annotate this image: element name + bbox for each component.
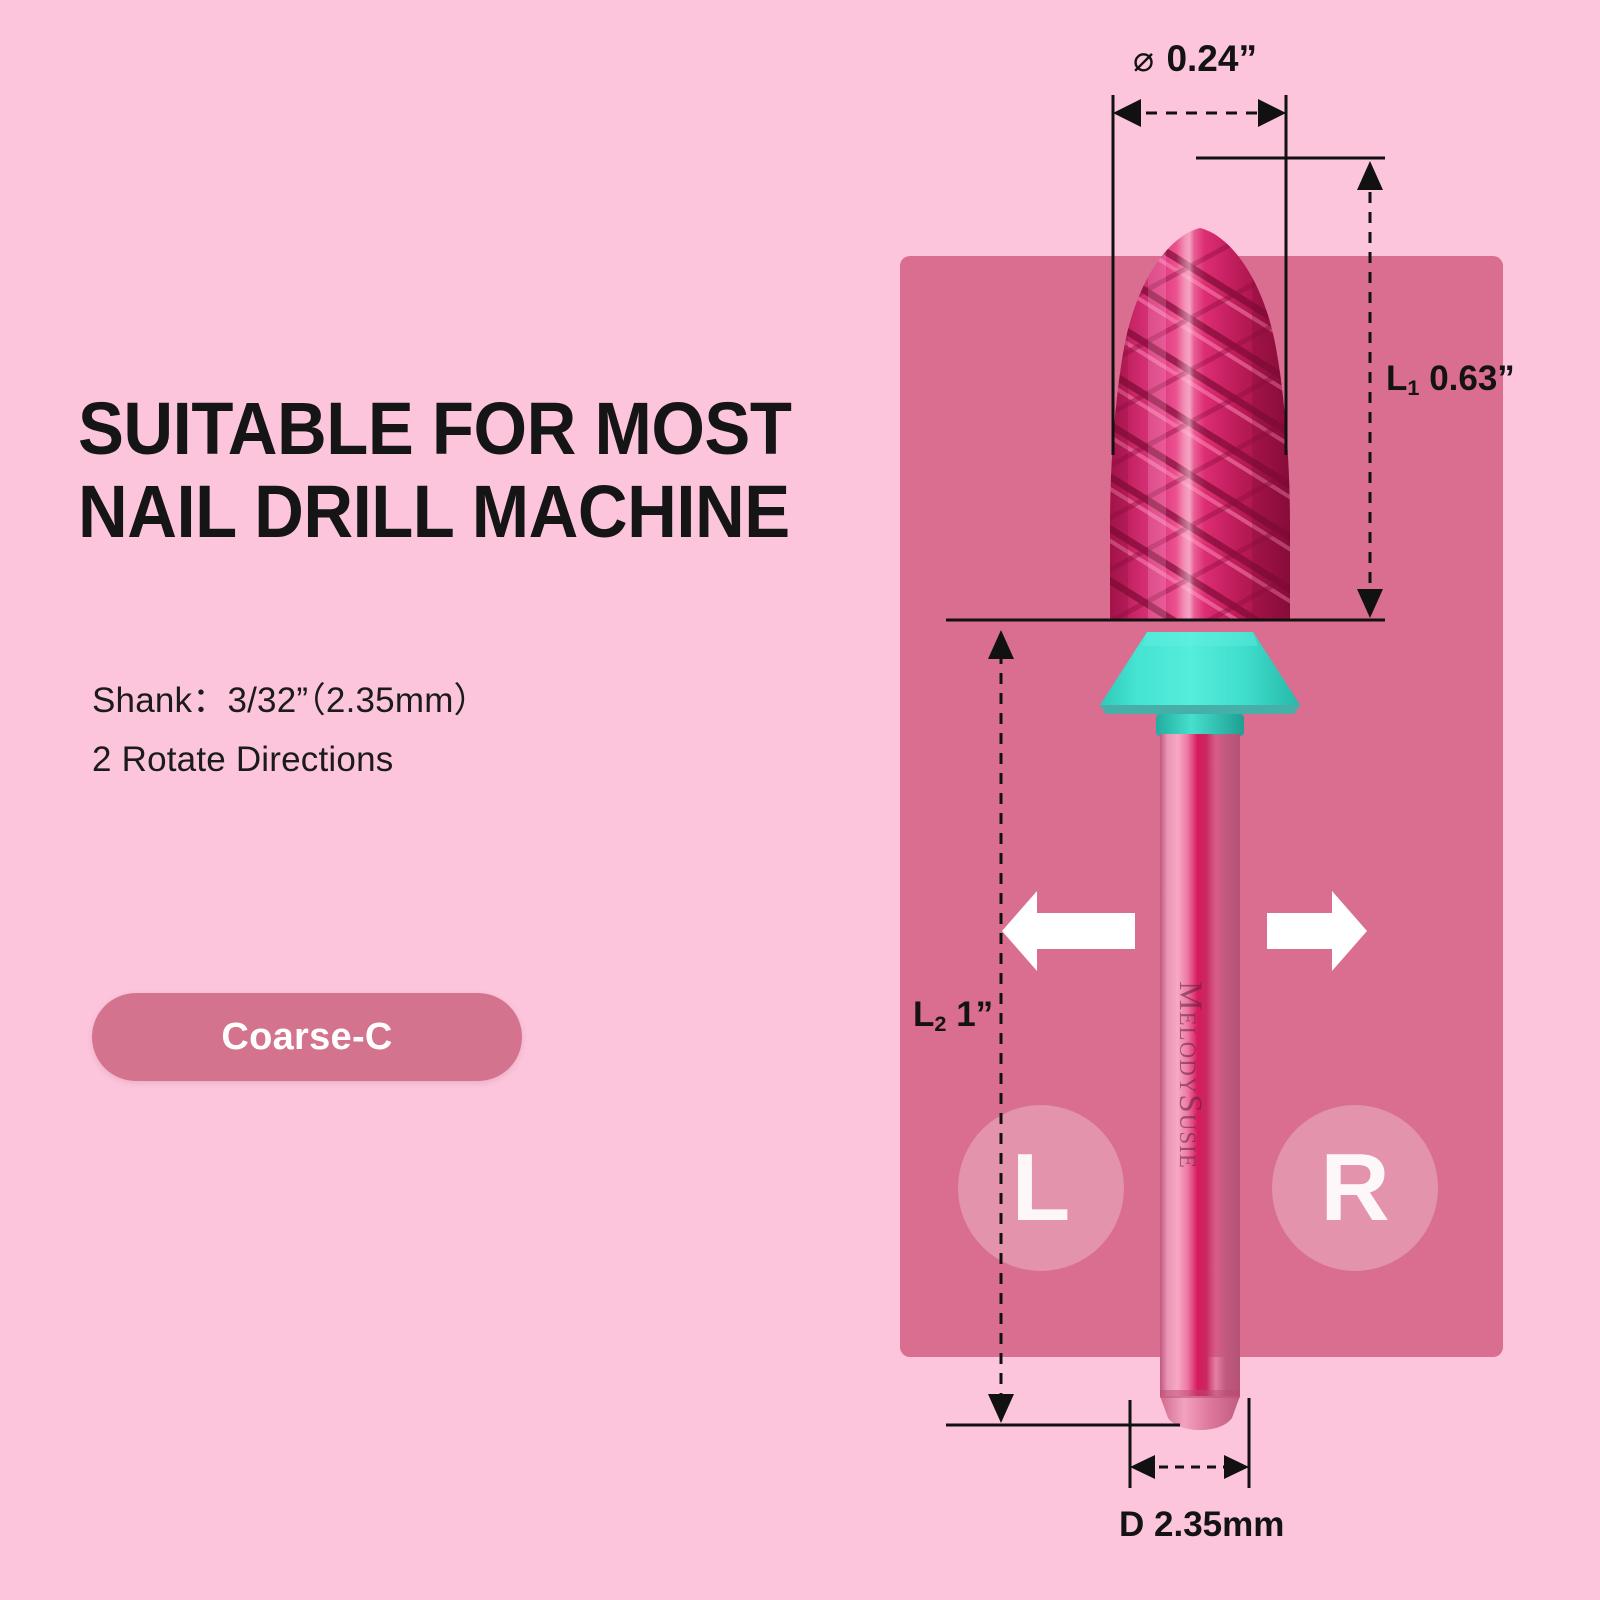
headline-line-1: SUITABLE FOR MOST — [78, 387, 792, 470]
l2-prefix: L — [913, 995, 935, 1034]
rotation-left-label: L — [1011, 1134, 1071, 1241]
diameter-symbol-icon: ⌀ — [1133, 40, 1157, 79]
grit-badge: Coarse-C — [92, 993, 522, 1081]
length-l1-label: L1 0.63” — [1386, 359, 1515, 400]
shank-diameter-label: D 2.35mm — [1119, 1505, 1285, 1544]
rotation-left-indicator: L — [958, 1105, 1124, 1271]
page-title: SUITABLE FOR MOST NAIL DRILL MACHINE — [78, 387, 850, 554]
dimension-arrowheads — [988, 99, 1383, 1479]
diameter-value: 0.24” — [1166, 38, 1257, 79]
diameter-label: ⌀ 0.24” — [1133, 38, 1257, 80]
rotation-right-label: R — [1320, 1134, 1390, 1241]
l2-value: 1” — [956, 995, 994, 1034]
spec-rotate-directions: 2 Rotate Directions — [92, 740, 394, 779]
l1-prefix: L — [1386, 359, 1408, 398]
grit-badge-label: Coarse-C — [221, 1015, 393, 1058]
rotation-right-indicator: R — [1272, 1105, 1438, 1271]
l1-value: 0.63” — [1429, 359, 1515, 398]
length-l2-label: L2 1” — [913, 995, 994, 1036]
spec-shank-size: Shank：3/32”（2.35mm） — [92, 681, 489, 720]
l2-subscript: 2 — [934, 1010, 947, 1036]
l1-subscript: 1 — [1407, 374, 1420, 400]
headline-line-2: NAIL DRILL MACHINE — [78, 469, 790, 553]
